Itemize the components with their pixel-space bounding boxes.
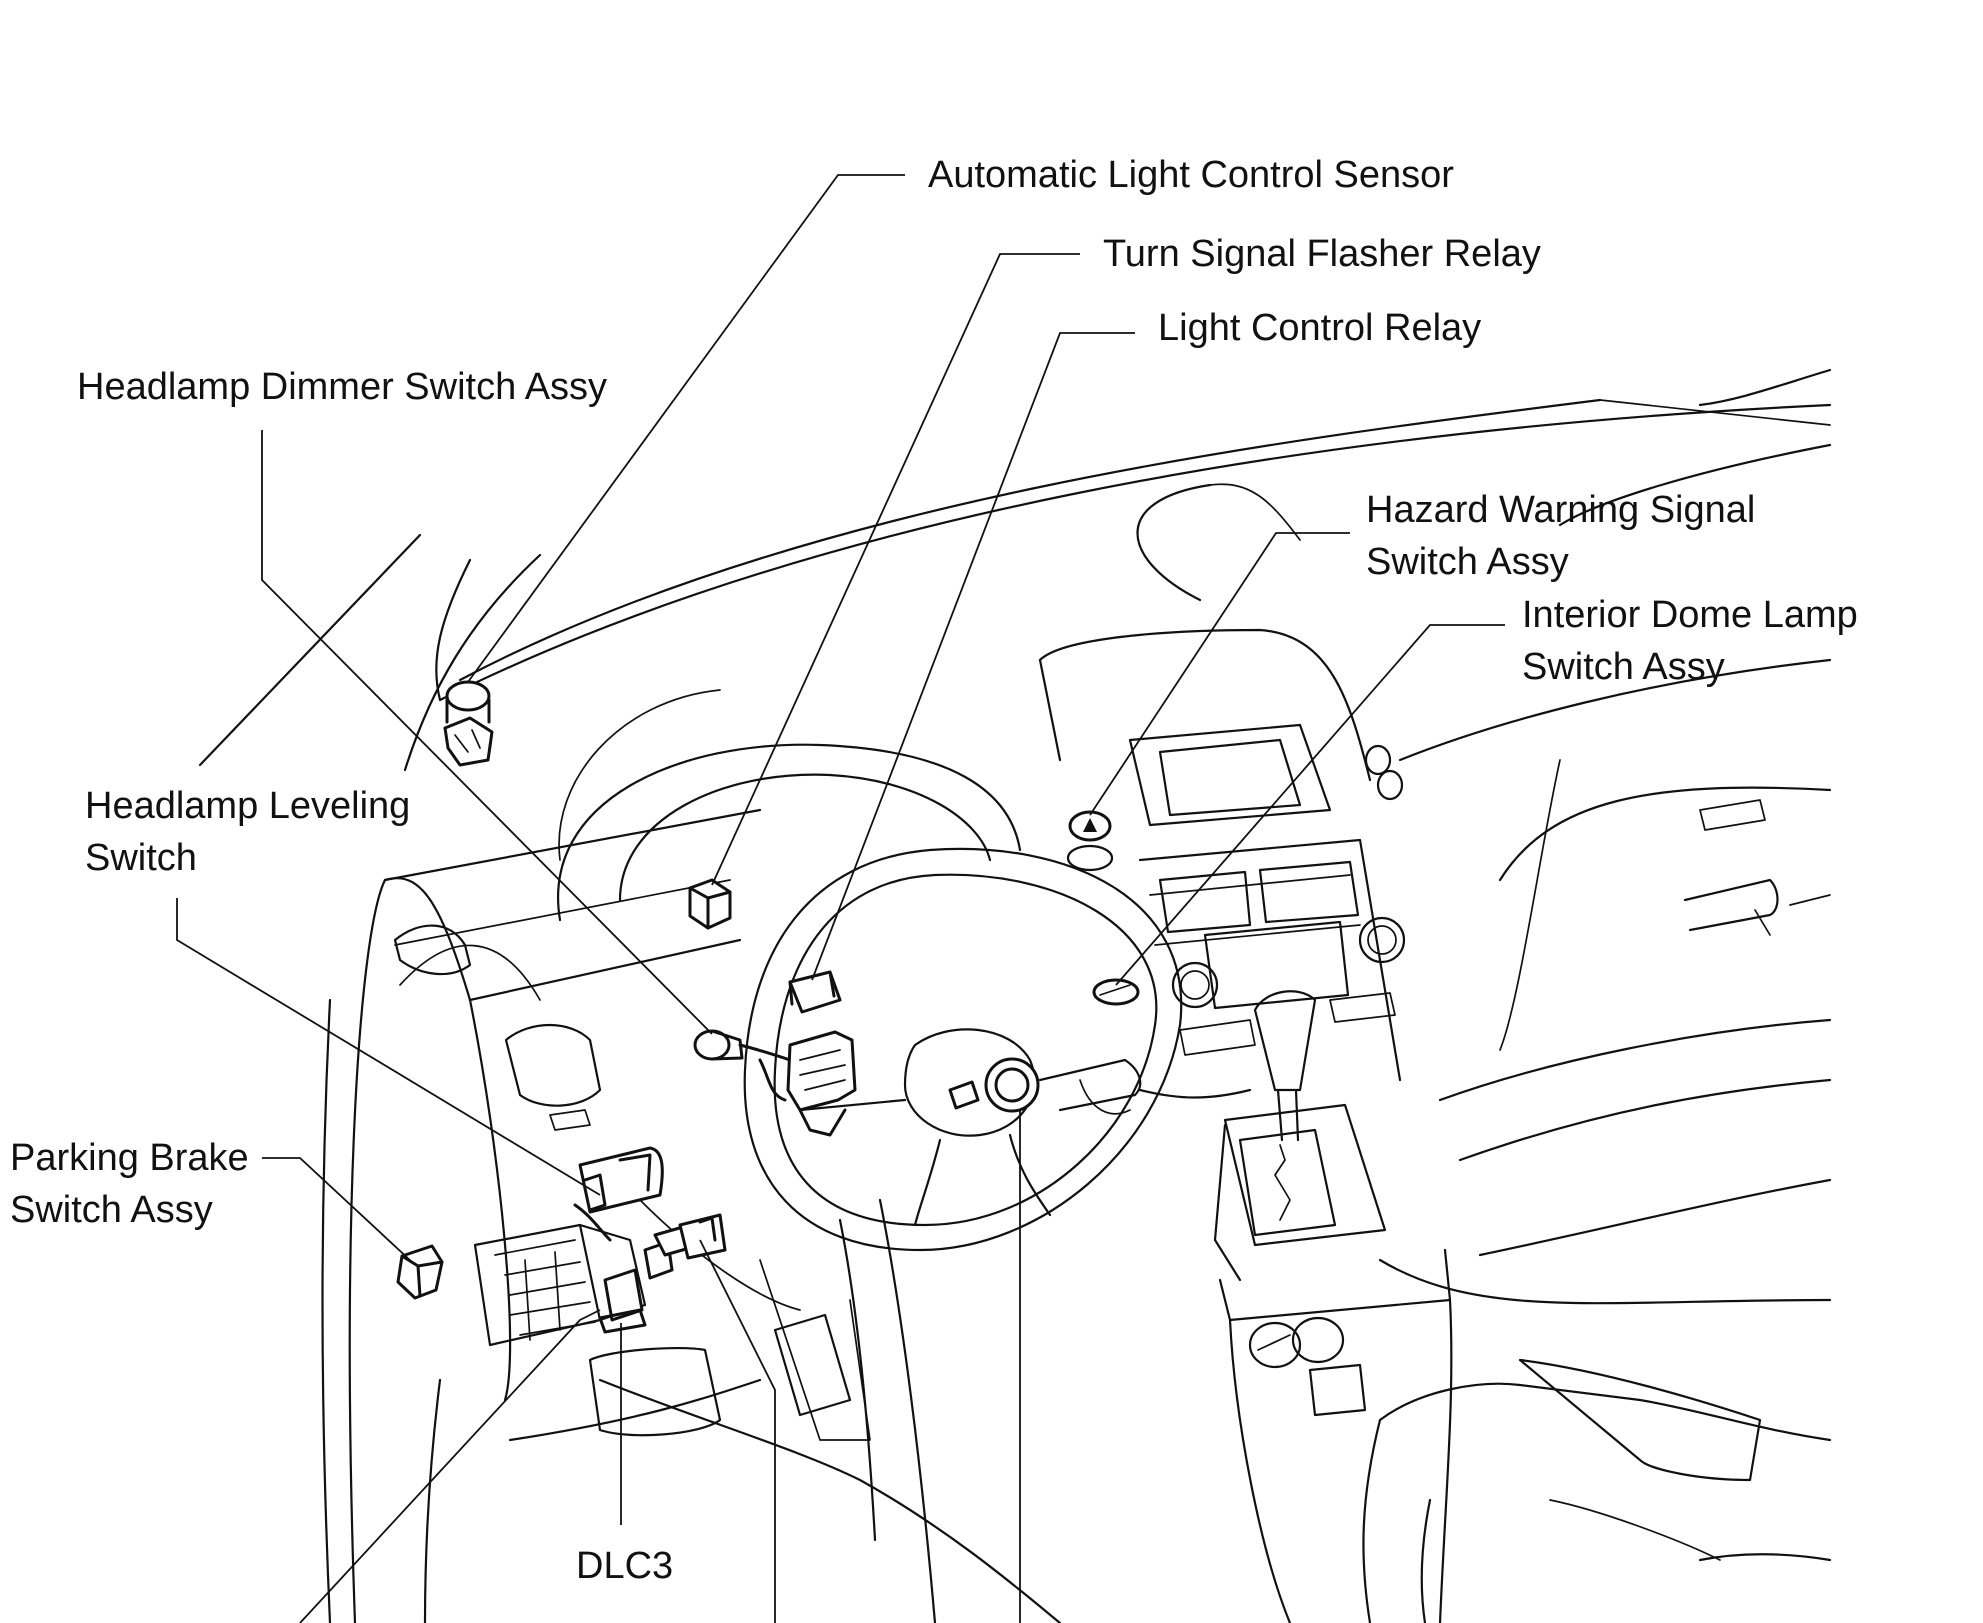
label-turn-signal-flasher-relay: Turn Signal Flasher Relay [1103, 233, 1541, 275]
leader-interior-dome-lamp-switch-assy [1115, 624, 1505, 986]
leader-hazard-warning-signal-switch-assy [1089, 532, 1350, 816]
component-parts [396, 680, 1140, 1334]
leader-turn-signal-flasher-relay [711, 253, 1080, 886]
label-automatic-light-control-sensor: Automatic Light Control Sensor [928, 154, 1454, 196]
label-light-control-relay: Light Control Relay [1158, 307, 1481, 349]
leader-parking-brake-switch-assy [262, 1157, 413, 1263]
label-headlamp-leveling-line1: Headlamp Leveling [85, 785, 410, 827]
label-parking-brake-line1: Parking Brake [10, 1137, 249, 1179]
leader-headlamp-leveling-switch [176, 898, 601, 1196]
label-dlc3: DLC3 [576, 1545, 673, 1587]
callout-labels: Automatic Light Control Sensor Turn Sign… [10, 154, 1858, 1587]
leader-automatic-light-control-sensor [467, 174, 905, 683]
leader-headlamp-dimmer-switch-assy [261, 430, 713, 1035]
label-interior-dome-lamp-line2: Switch Assy [1522, 646, 1725, 688]
label-headlamp-dimmer-switch-assy: Headlamp Dimmer Switch Assy [77, 366, 607, 408]
label-hazard-warning-signal-line1: Hazard Warning Signal [1366, 489, 1755, 531]
leader-light-control-relay [811, 332, 1135, 981]
label-headlamp-leveling-line2: Switch [85, 837, 197, 879]
leader-lines [176, 174, 1505, 1623]
label-hazard-warning-signal-line2: Switch Assy [1366, 541, 1569, 583]
label-parking-brake-line2: Switch Assy [10, 1189, 213, 1231]
leader-connector-1 [699, 1239, 776, 1623]
leader-fuse-box [299, 1309, 601, 1623]
dashboard-line-art [198, 368, 1832, 1623]
label-interior-dome-lamp-line1: Interior Dome Lamp [1522, 594, 1858, 636]
